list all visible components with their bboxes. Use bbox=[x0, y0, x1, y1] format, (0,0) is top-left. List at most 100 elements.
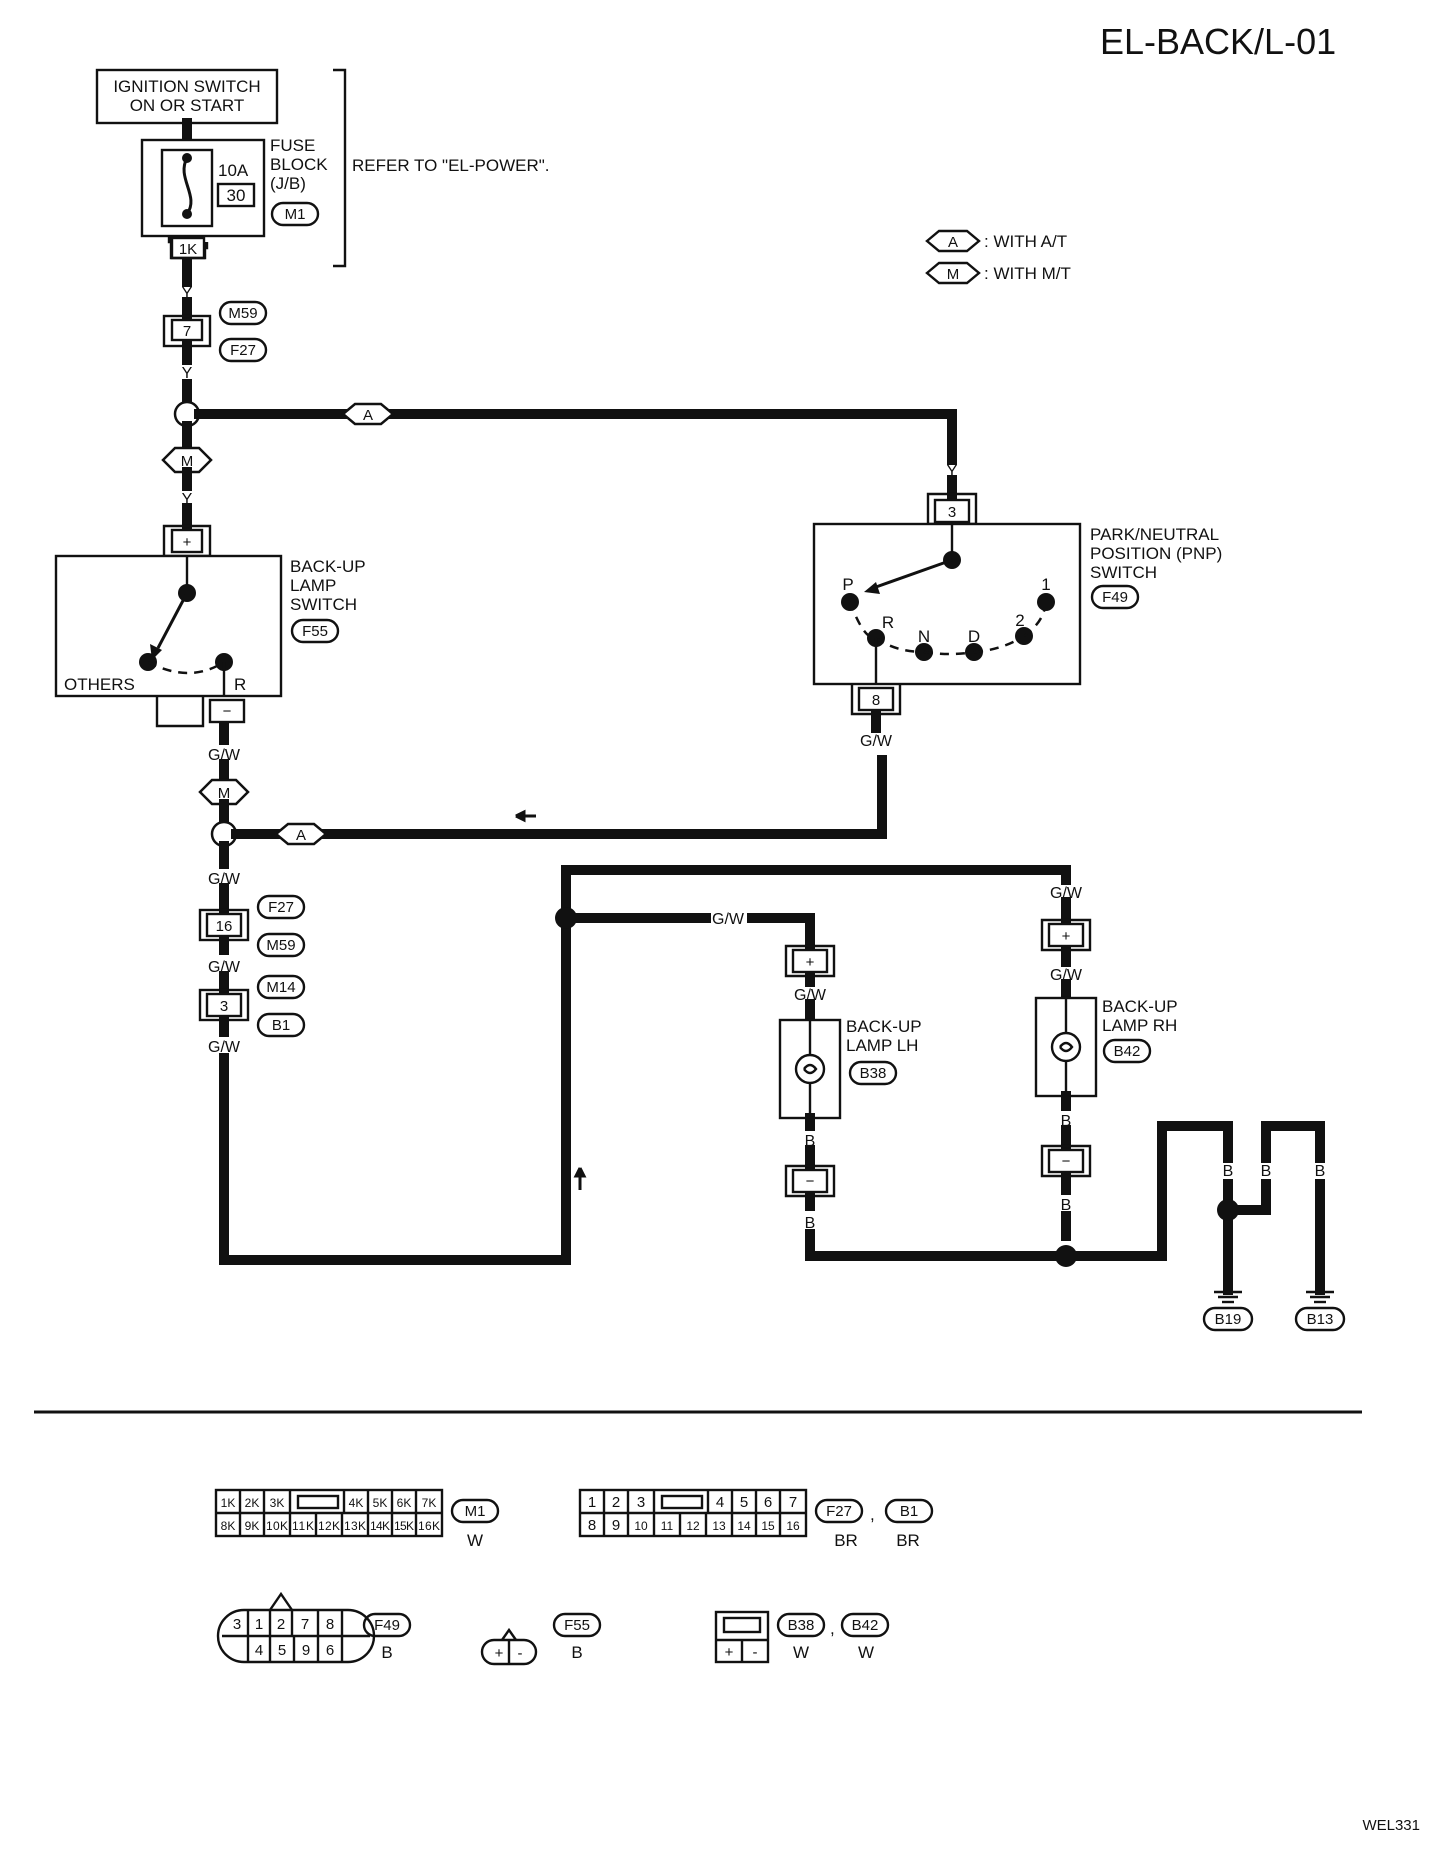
svg-text:3: 3 bbox=[233, 1616, 241, 1633]
svg-text:10K: 10K bbox=[266, 1519, 288, 1533]
wire-color-gw-rh2: G/W bbox=[1050, 967, 1083, 984]
svg-text:,: , bbox=[830, 1619, 835, 1638]
svg-text:A: A bbox=[948, 234, 958, 251]
svg-text:5K: 5K bbox=[373, 1496, 388, 1510]
svg-text:B42: B42 bbox=[1114, 1043, 1141, 1060]
pnp-pos-r: R bbox=[882, 613, 894, 632]
svg-text:10: 10 bbox=[634, 1519, 648, 1533]
svg-text:12K: 12K bbox=[318, 1519, 340, 1533]
svg-text:,: , bbox=[870, 1505, 875, 1524]
svg-text:8K: 8K bbox=[221, 1519, 236, 1533]
svg-text:F27: F27 bbox=[268, 899, 294, 916]
svg-text:2K: 2K bbox=[245, 1496, 260, 1510]
svg-text:14: 14 bbox=[737, 1519, 751, 1533]
svg-text:5: 5 bbox=[740, 1494, 748, 1511]
tag-m14: M14 bbox=[256, 974, 306, 1000]
svg-text:11K: 11K bbox=[292, 1519, 314, 1533]
backup-switch-label-1: BACK-UP bbox=[290, 557, 366, 576]
refer-note: REFER TO "EL-POWER". bbox=[352, 156, 550, 175]
fuse-block: 10A 30 1K bbox=[140, 138, 266, 260]
connector-view-f55: + - F55 B bbox=[480, 1612, 602, 1666]
diagram-title: EL-BACK/L-01 bbox=[1100, 21, 1336, 62]
tag-b42: B42 bbox=[1102, 1038, 1152, 1064]
svg-text:6: 6 bbox=[326, 1642, 334, 1659]
wire-color-gw-pnp: G/W bbox=[860, 733, 893, 750]
flow-arrow-up bbox=[573, 1167, 587, 1190]
lamp-rh-label-2: LAMP RH bbox=[1102, 1016, 1177, 1035]
wire-color-gw1: G/W bbox=[208, 747, 241, 764]
svg-text:6K: 6K bbox=[397, 1496, 412, 1510]
pnp-switch: 3 P R N D 2 1 8 bbox=[812, 492, 1082, 716]
svg-text:M1: M1 bbox=[465, 1503, 486, 1520]
wire-color-y3: Y bbox=[182, 491, 193, 508]
svg-text:3: 3 bbox=[637, 1494, 645, 1511]
svg-text:-: - bbox=[753, 1644, 758, 1661]
ignition-label-2: ON OR START bbox=[130, 96, 245, 115]
pnp-pos-1: 1 bbox=[1041, 575, 1050, 594]
svg-text:B38: B38 bbox=[860, 1065, 887, 1082]
figure-id: WEL331 bbox=[1362, 1817, 1420, 1834]
backup-lamp-lh bbox=[778, 1018, 842, 1120]
svg-text:M: M bbox=[947, 266, 960, 283]
wire-color-y1: Y bbox=[182, 285, 193, 302]
legend-at: : WITH A/T bbox=[984, 232, 1067, 251]
wire-color-gw3: G/W bbox=[208, 959, 241, 976]
svg-text:B: B bbox=[571, 1643, 582, 1662]
fuse-block-label-3: (J/B) bbox=[270, 174, 306, 193]
backup-lamp-rh bbox=[1034, 996, 1098, 1098]
fuse-block-label-2: BLOCK bbox=[270, 155, 328, 174]
fuse-pin: 1K bbox=[179, 241, 197, 258]
svg-text:M1: M1 bbox=[285, 206, 306, 223]
tag-b38: B38 bbox=[848, 1060, 898, 1086]
wire-color-gw-lh2: G/W bbox=[794, 987, 827, 1004]
wire-color-gw-rh1: G/W bbox=[1050, 885, 1083, 902]
fuse-block-label-1: FUSE bbox=[270, 136, 315, 155]
svg-text:B1: B1 bbox=[900, 1503, 918, 1520]
svg-text:+: + bbox=[725, 1644, 734, 1661]
wire-color-b-g1: B bbox=[1223, 1163, 1234, 1180]
tag-f27-bottom: F27 bbox=[256, 894, 306, 920]
svg-text:13K: 13K bbox=[344, 1519, 366, 1533]
svg-text:11: 11 bbox=[661, 1519, 674, 1533]
svg-text:+: + bbox=[806, 954, 815, 971]
branch-a-top: A bbox=[363, 407, 373, 424]
connector-view-f49: 3 1 2 7 8 4 5 9 6 F49 B bbox=[216, 1591, 412, 1664]
svg-text:B1: B1 bbox=[272, 1017, 290, 1034]
tag-m59-bottom: M59 bbox=[256, 932, 306, 958]
svg-text:W: W bbox=[793, 1643, 809, 1662]
branch-m-top: M bbox=[181, 453, 194, 470]
svg-text:4: 4 bbox=[716, 1494, 724, 1511]
connector-view-b38-b42: + - B38 , B42 W W bbox=[714, 1610, 890, 1664]
pnp-pos-n: N bbox=[918, 627, 930, 646]
svg-text:B13: B13 bbox=[1307, 1311, 1334, 1328]
svg-text:B: B bbox=[381, 1643, 392, 1662]
svg-text:M59: M59 bbox=[228, 305, 257, 322]
svg-text:B42: B42 bbox=[852, 1617, 879, 1634]
svg-text:F27: F27 bbox=[230, 342, 256, 359]
svg-text:6: 6 bbox=[764, 1494, 772, 1511]
svg-text:W: W bbox=[467, 1531, 483, 1550]
ignition-switch: IGNITION SWITCH ON OR START bbox=[95, 68, 279, 125]
svg-text:4: 4 bbox=[255, 1642, 263, 1659]
svg-text:8: 8 bbox=[588, 1517, 596, 1534]
wire-color-b-g3: B bbox=[1315, 1163, 1326, 1180]
backup-switch-label-2: LAMP bbox=[290, 576, 336, 595]
tag-b1: B1 bbox=[256, 1012, 306, 1038]
svg-text:5: 5 bbox=[278, 1642, 286, 1659]
svg-text:F55: F55 bbox=[564, 1617, 590, 1634]
svg-text:8: 8 bbox=[872, 692, 880, 709]
svg-text:7: 7 bbox=[789, 1494, 797, 1511]
svg-text:B19: B19 bbox=[1215, 1311, 1242, 1328]
branch-a-bottom: A bbox=[296, 827, 306, 844]
svg-text:9: 9 bbox=[612, 1517, 620, 1534]
tag-f55: F55 bbox=[290, 618, 340, 644]
svg-text:M14: M14 bbox=[266, 979, 295, 996]
pnp-pos-d: D bbox=[968, 627, 980, 646]
wire-color-b-lh1: B bbox=[805, 1133, 816, 1150]
legend: A : WITH A/T M : WITH M/T bbox=[925, 229, 1071, 285]
svg-text:BR: BR bbox=[834, 1531, 858, 1550]
wire-color-y-pnp: Y bbox=[947, 463, 958, 480]
svg-text:+: + bbox=[1062, 928, 1071, 945]
lamp-lh-label-1: BACK-UP bbox=[846, 1017, 922, 1036]
